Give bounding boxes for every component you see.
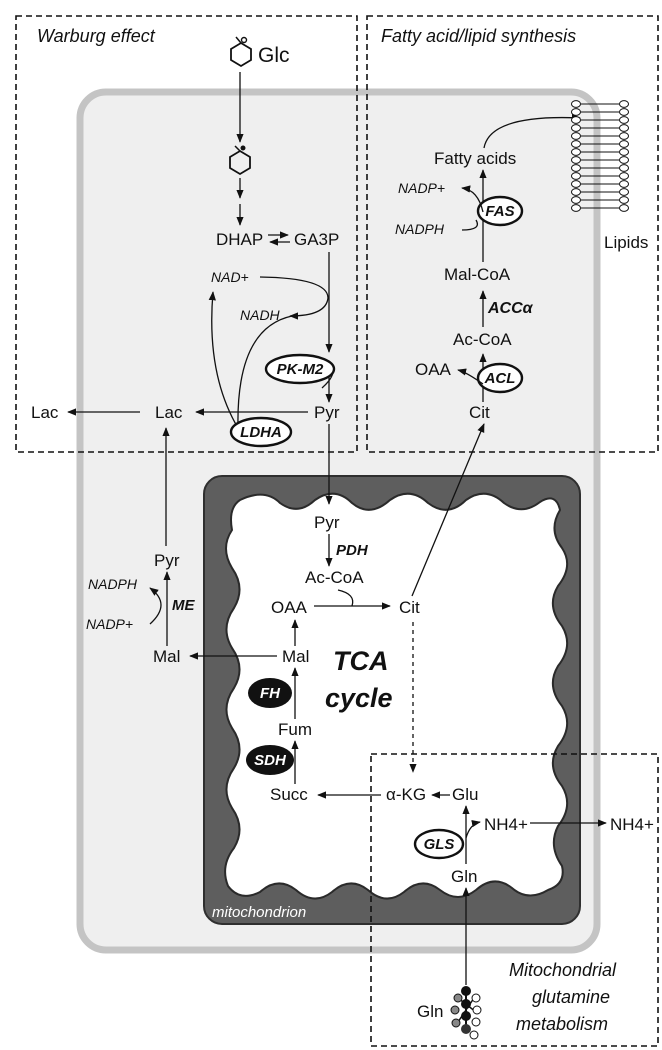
cofactor-nad-plus: NAD+: [211, 269, 249, 285]
enzyme-gls: GLS: [413, 828, 465, 860]
svg-text:PK-M2: PK-M2: [277, 361, 324, 378]
svg-text:GLS: GLS: [424, 836, 455, 853]
metabolite-lipids: Lipids: [604, 233, 648, 252]
arrow-nadh-to-nad: [208, 291, 239, 429]
mitochondrion-label: mitochondrion: [212, 904, 306, 921]
section-title-glutamine-3: metabolism: [516, 1014, 608, 1034]
metabolite-mal-mito: Mal: [282, 647, 309, 666]
metabolite-glc: Glc: [258, 44, 290, 67]
metabolite-pyr-cytosol: Pyr: [314, 403, 340, 422]
metabolite-cit-cytosol: Cit: [469, 403, 490, 422]
line-nadph-fas: [461, 219, 479, 231]
section-title-glutamine-1: Mitochondrial: [509, 960, 617, 980]
cofactor-nadp-me: NADP+: [86, 616, 133, 632]
metabolite-gln-out: Gln: [417, 1002, 443, 1021]
enzyme-acc: ACCα: [487, 300, 534, 317]
warburg-box: [15, 15, 358, 453]
metabolite-ga3p: GA3P: [294, 230, 339, 249]
glucose-6-phosphate-icon: [229, 145, 251, 176]
arrow-fatty-acids-to-lipids: [483, 114, 581, 149]
arrow-cit-export: [411, 423, 485, 597]
arrow-cit-to-oaa: [457, 368, 484, 385]
metabolite-accoa-mito: Ac-CoA: [305, 568, 364, 587]
svg-text:FAS: FAS: [485, 203, 514, 220]
glucose-icon: [230, 36, 252, 68]
metabolite-nh4-out: NH4+: [610, 815, 654, 834]
cofactor-nadph-me: NADPH: [88, 576, 138, 592]
arrow-nadph-to-nadp: [461, 185, 484, 213]
arrow-nad-to-nadh: [259, 276, 329, 320]
metabolite-oaa-cytosol: OAA: [415, 360, 452, 379]
cofactor-nadp-fas: NADP+: [398, 180, 445, 196]
metabolite-akg: α-KG: [386, 785, 426, 804]
metabolite-cit-mito: Cit: [399, 598, 420, 617]
enzyme-pk-m2: PK-M2: [264, 353, 336, 385]
enzyme-me: ME: [172, 597, 195, 614]
metabolite-succ: Succ: [270, 785, 308, 804]
metabolite-gln-in: Gln: [451, 867, 477, 886]
svg-text:LDHA: LDHA: [240, 424, 282, 441]
fatty-acid-box: [366, 15, 659, 453]
metabolite-pyr-mito: Pyr: [314, 513, 340, 532]
metabolite-glu: Glu: [452, 785, 478, 804]
enzyme-sdh: SDH: [246, 745, 294, 775]
line-nadh-to-ldha: [237, 315, 293, 429]
svg-text:ACL: ACL: [484, 370, 516, 387]
enzyme-ldha: LDHA: [229, 416, 293, 448]
enzyme-acl: ACL: [476, 362, 524, 394]
section-title-warburg: Warburg effect: [37, 26, 156, 46]
arrow-nadp-to-nadph: [149, 587, 162, 625]
metabolite-lac-out: Lac: [31, 403, 59, 422]
cofactor-nadh: NADH: [240, 307, 281, 323]
metabolite-oaa-mito: OAA: [271, 598, 308, 617]
cofactor-nadph-fas: NADPH: [395, 221, 445, 237]
metabolite-pyr-me: Pyr: [154, 551, 180, 570]
arrow-gls-to-nh4: [465, 820, 481, 839]
line-accoa-join: [337, 589, 354, 607]
section-title-fatty: Fatty acid/lipid synthesis: [381, 26, 576, 46]
metabolite-lac-cell: Lac: [155, 403, 183, 422]
enzyme-pdh: PDH: [336, 542, 369, 559]
metabolite-dhap: DHAP: [216, 230, 263, 249]
glutamine-box: [370, 753, 659, 1047]
metabolite-nh4-in: NH4+: [484, 815, 528, 834]
enzyme-fas: FAS: [476, 195, 524, 227]
svg-text:FH: FH: [260, 685, 281, 702]
metabolite-fatty-acids: Fatty acids: [434, 149, 516, 168]
mitochondrion-inner-membrane: [224, 492, 569, 900]
metabolite-accoa-cytosol: Ac-CoA: [453, 330, 512, 349]
lipid-bilayer-icon: [571, 100, 629, 212]
enzyme-fh: FH: [248, 678, 292, 708]
glutamine-molecule-icon: [450, 986, 482, 1040]
svg-text:SDH: SDH: [254, 752, 287, 769]
metabolite-malcoa: Mal-CoA: [444, 265, 511, 284]
section-title-glutamine-2: glutamine: [532, 987, 610, 1007]
metabolite-fum: Fum: [278, 720, 312, 739]
tca-label-1: TCA: [333, 646, 389, 676]
metabolite-mal-cytosol: Mal: [153, 647, 180, 666]
tca-label-2: cycle: [325, 683, 393, 713]
